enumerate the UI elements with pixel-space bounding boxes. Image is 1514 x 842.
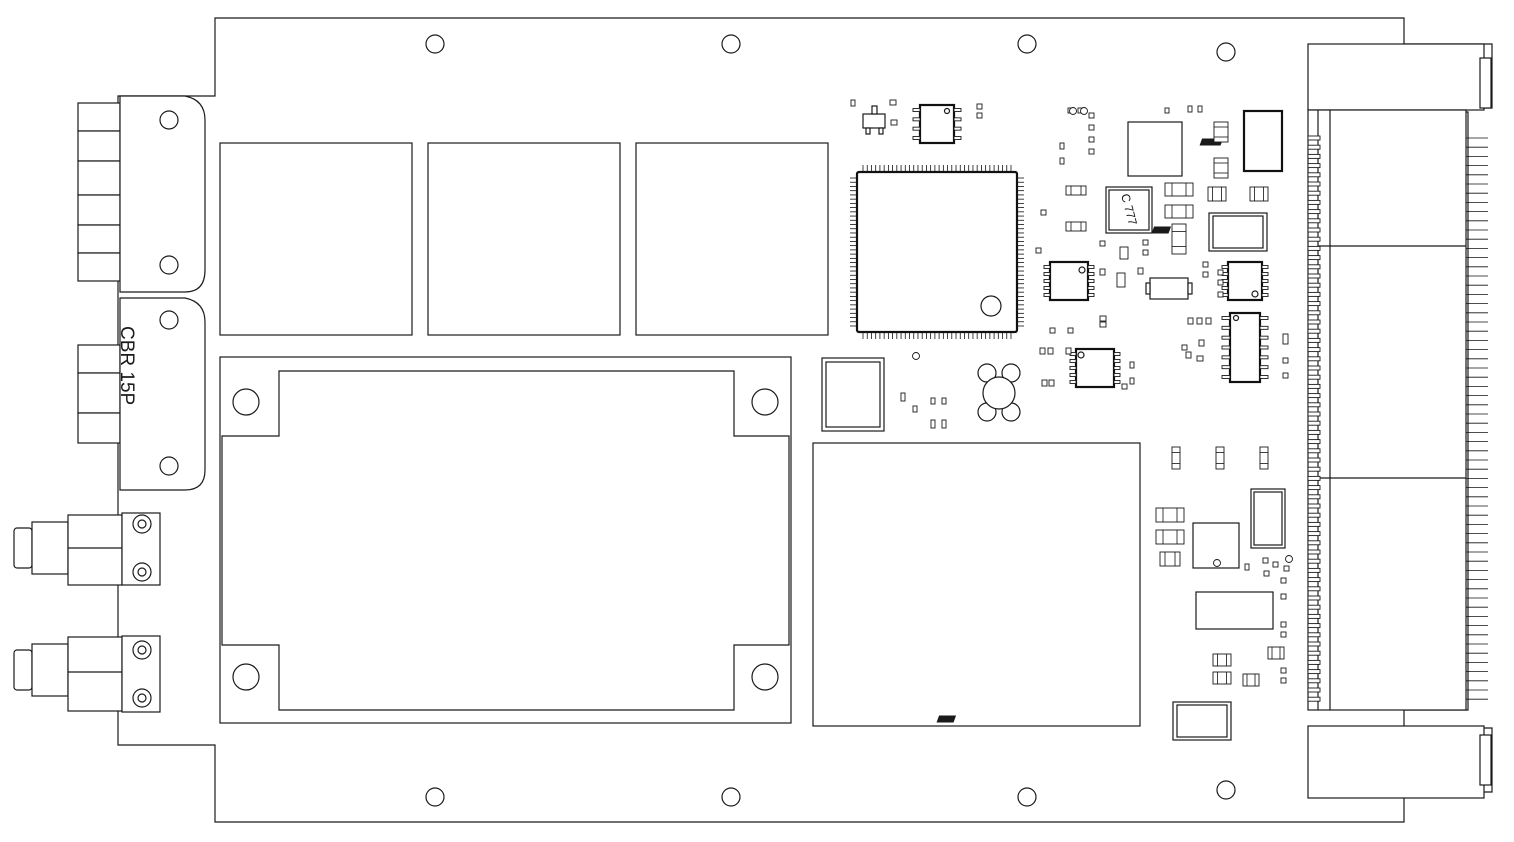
chip-square xyxy=(1127,121,1183,177)
pad-cluster xyxy=(977,363,1021,422)
power-package-bottom xyxy=(936,701,1232,741)
large-module xyxy=(219,356,792,724)
module-pad-2 xyxy=(427,142,621,336)
capacitor-tall xyxy=(1250,488,1286,549)
rf-connector-2 xyxy=(13,635,161,713)
ic-tssop-mid xyxy=(1048,260,1090,302)
passive-components xyxy=(850,99,1293,687)
power-package-top xyxy=(1199,109,1284,173)
relay-block xyxy=(1195,591,1274,630)
ic-tssop-lower xyxy=(1074,347,1116,389)
power-package-mid xyxy=(1151,212,1268,252)
module-pad-1 xyxy=(219,142,413,336)
dsub-connector-cbr15p: CBR 15P xyxy=(77,297,206,491)
main-qfp-ic xyxy=(850,165,1024,339)
ic-dip-right xyxy=(1228,311,1262,384)
module-pad-3 xyxy=(635,142,829,336)
diode-package xyxy=(1145,277,1193,300)
inductor-square xyxy=(821,357,885,432)
dsub-connector-top xyxy=(77,95,206,293)
connector-label: CBR 15P xyxy=(116,326,137,405)
rf-connector-1 xyxy=(13,512,161,586)
edge-connector xyxy=(1307,43,1492,799)
ic-right-square xyxy=(1226,260,1264,302)
soic-ic-top xyxy=(918,103,956,145)
sot-transistor xyxy=(862,105,886,135)
mounting-holes xyxy=(425,34,1236,807)
shield-can xyxy=(812,442,1141,727)
labelled-chip: C 777 xyxy=(1105,186,1153,234)
